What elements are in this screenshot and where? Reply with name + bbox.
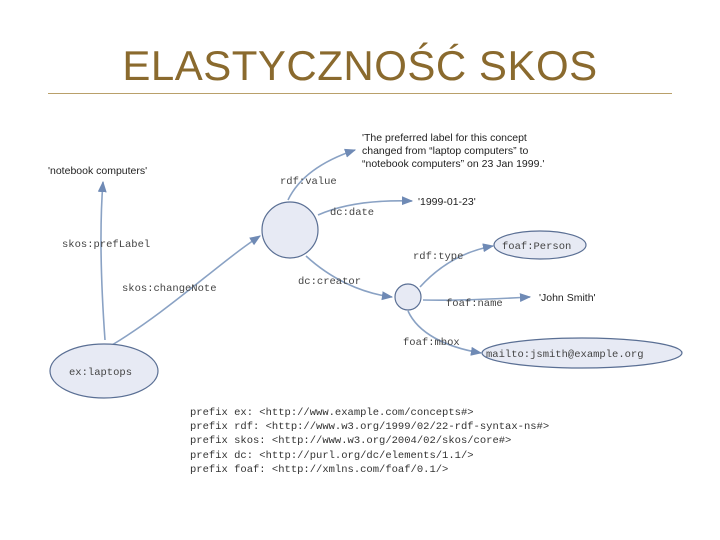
edge-change-note xyxy=(111,235,261,346)
foaf-mbox-label: foaf:mbox xyxy=(403,337,460,349)
dc-date-label: dc:date xyxy=(330,207,374,219)
pref-label-label: skos:prefLabel xyxy=(62,239,150,251)
title-divider xyxy=(48,93,672,94)
rdf-value-label: rdf:value xyxy=(280,176,337,188)
laptops-node xyxy=(49,343,159,399)
note-literal-line-1: 'The preferred label for this concept xyxy=(362,132,527,144)
foaf-name-label: foaf:name xyxy=(446,298,503,310)
edge-dc-creator xyxy=(305,255,394,301)
edge-pref-label xyxy=(97,180,107,341)
prefix-line: prefix dc: <http://purl.org/dc/elements/… xyxy=(190,449,474,462)
edge-rdf-type xyxy=(419,243,495,288)
dc-creator-label: dc:creator xyxy=(298,276,361,288)
mailto-node xyxy=(481,337,683,369)
prefix-block: prefix ex: <http://www.example.com/conce… xyxy=(190,406,549,477)
change-note-blank-node xyxy=(261,201,319,259)
change-note-label: skos:changeNote xyxy=(122,283,217,295)
date-literal: '1999-01-23' xyxy=(418,196,476,208)
laptops-label: ex:laptops xyxy=(69,367,132,379)
prefix-line: prefix skos: <http://www.w3.org/2004/02/… xyxy=(190,435,512,448)
slide-title: ELASTYCZNOŚĆ SKOS xyxy=(122,42,598,89)
edge-rdf-value xyxy=(287,148,357,201)
foaf-person-node xyxy=(493,230,587,260)
edge-foaf-mbox xyxy=(407,310,483,356)
foaf-person-label: foaf:Person xyxy=(502,241,571,253)
prefix-line: prefix rdf: <http://www.w3.org/1999/02/2… xyxy=(190,421,550,434)
prefix-line: prefix foaf: <http://xmlns.com/foaf/0.1/… xyxy=(190,463,449,476)
creator-blank-node xyxy=(394,283,422,311)
note-literal-line-2: changed from “laptop computers” to xyxy=(362,145,528,157)
prefix-line: prefix ex: <http://www.example.com/conce… xyxy=(190,407,474,419)
notebook-literal: 'notebook computers' xyxy=(48,165,147,177)
rdf-type-label: rdf:type xyxy=(413,251,463,263)
edge-dc-date xyxy=(317,196,414,216)
note-literal-line-3: “notebook computers” on 23 Jan 1999.' xyxy=(362,158,544,170)
name-literal: 'John Smith' xyxy=(539,292,596,304)
mailto-label: mailto:jsmith@example.org xyxy=(486,349,644,361)
edge-foaf-name xyxy=(422,293,532,303)
